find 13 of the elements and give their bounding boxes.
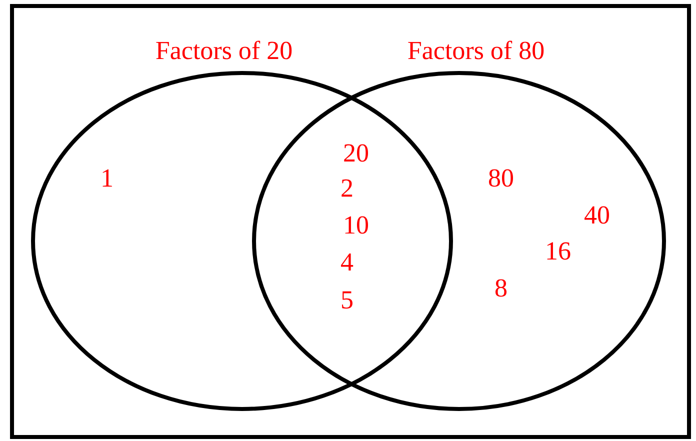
set-element: 10 [345,216,368,234]
set-element: 80 [489,169,514,187]
set-element: 8 [496,279,507,297]
set-element: 1 [102,169,112,187]
frame-rectangle [10,4,691,439]
set-element: 5 [342,291,352,309]
set-title: Factors of 20 [156,40,292,60]
set-element: 20 [344,144,368,162]
set-element: 40 [584,206,610,224]
set-element: 4 [341,253,354,271]
set-element: 2 [342,179,352,197]
set-title: Factors of 80 [408,40,544,60]
set-element: 16 [547,242,570,260]
